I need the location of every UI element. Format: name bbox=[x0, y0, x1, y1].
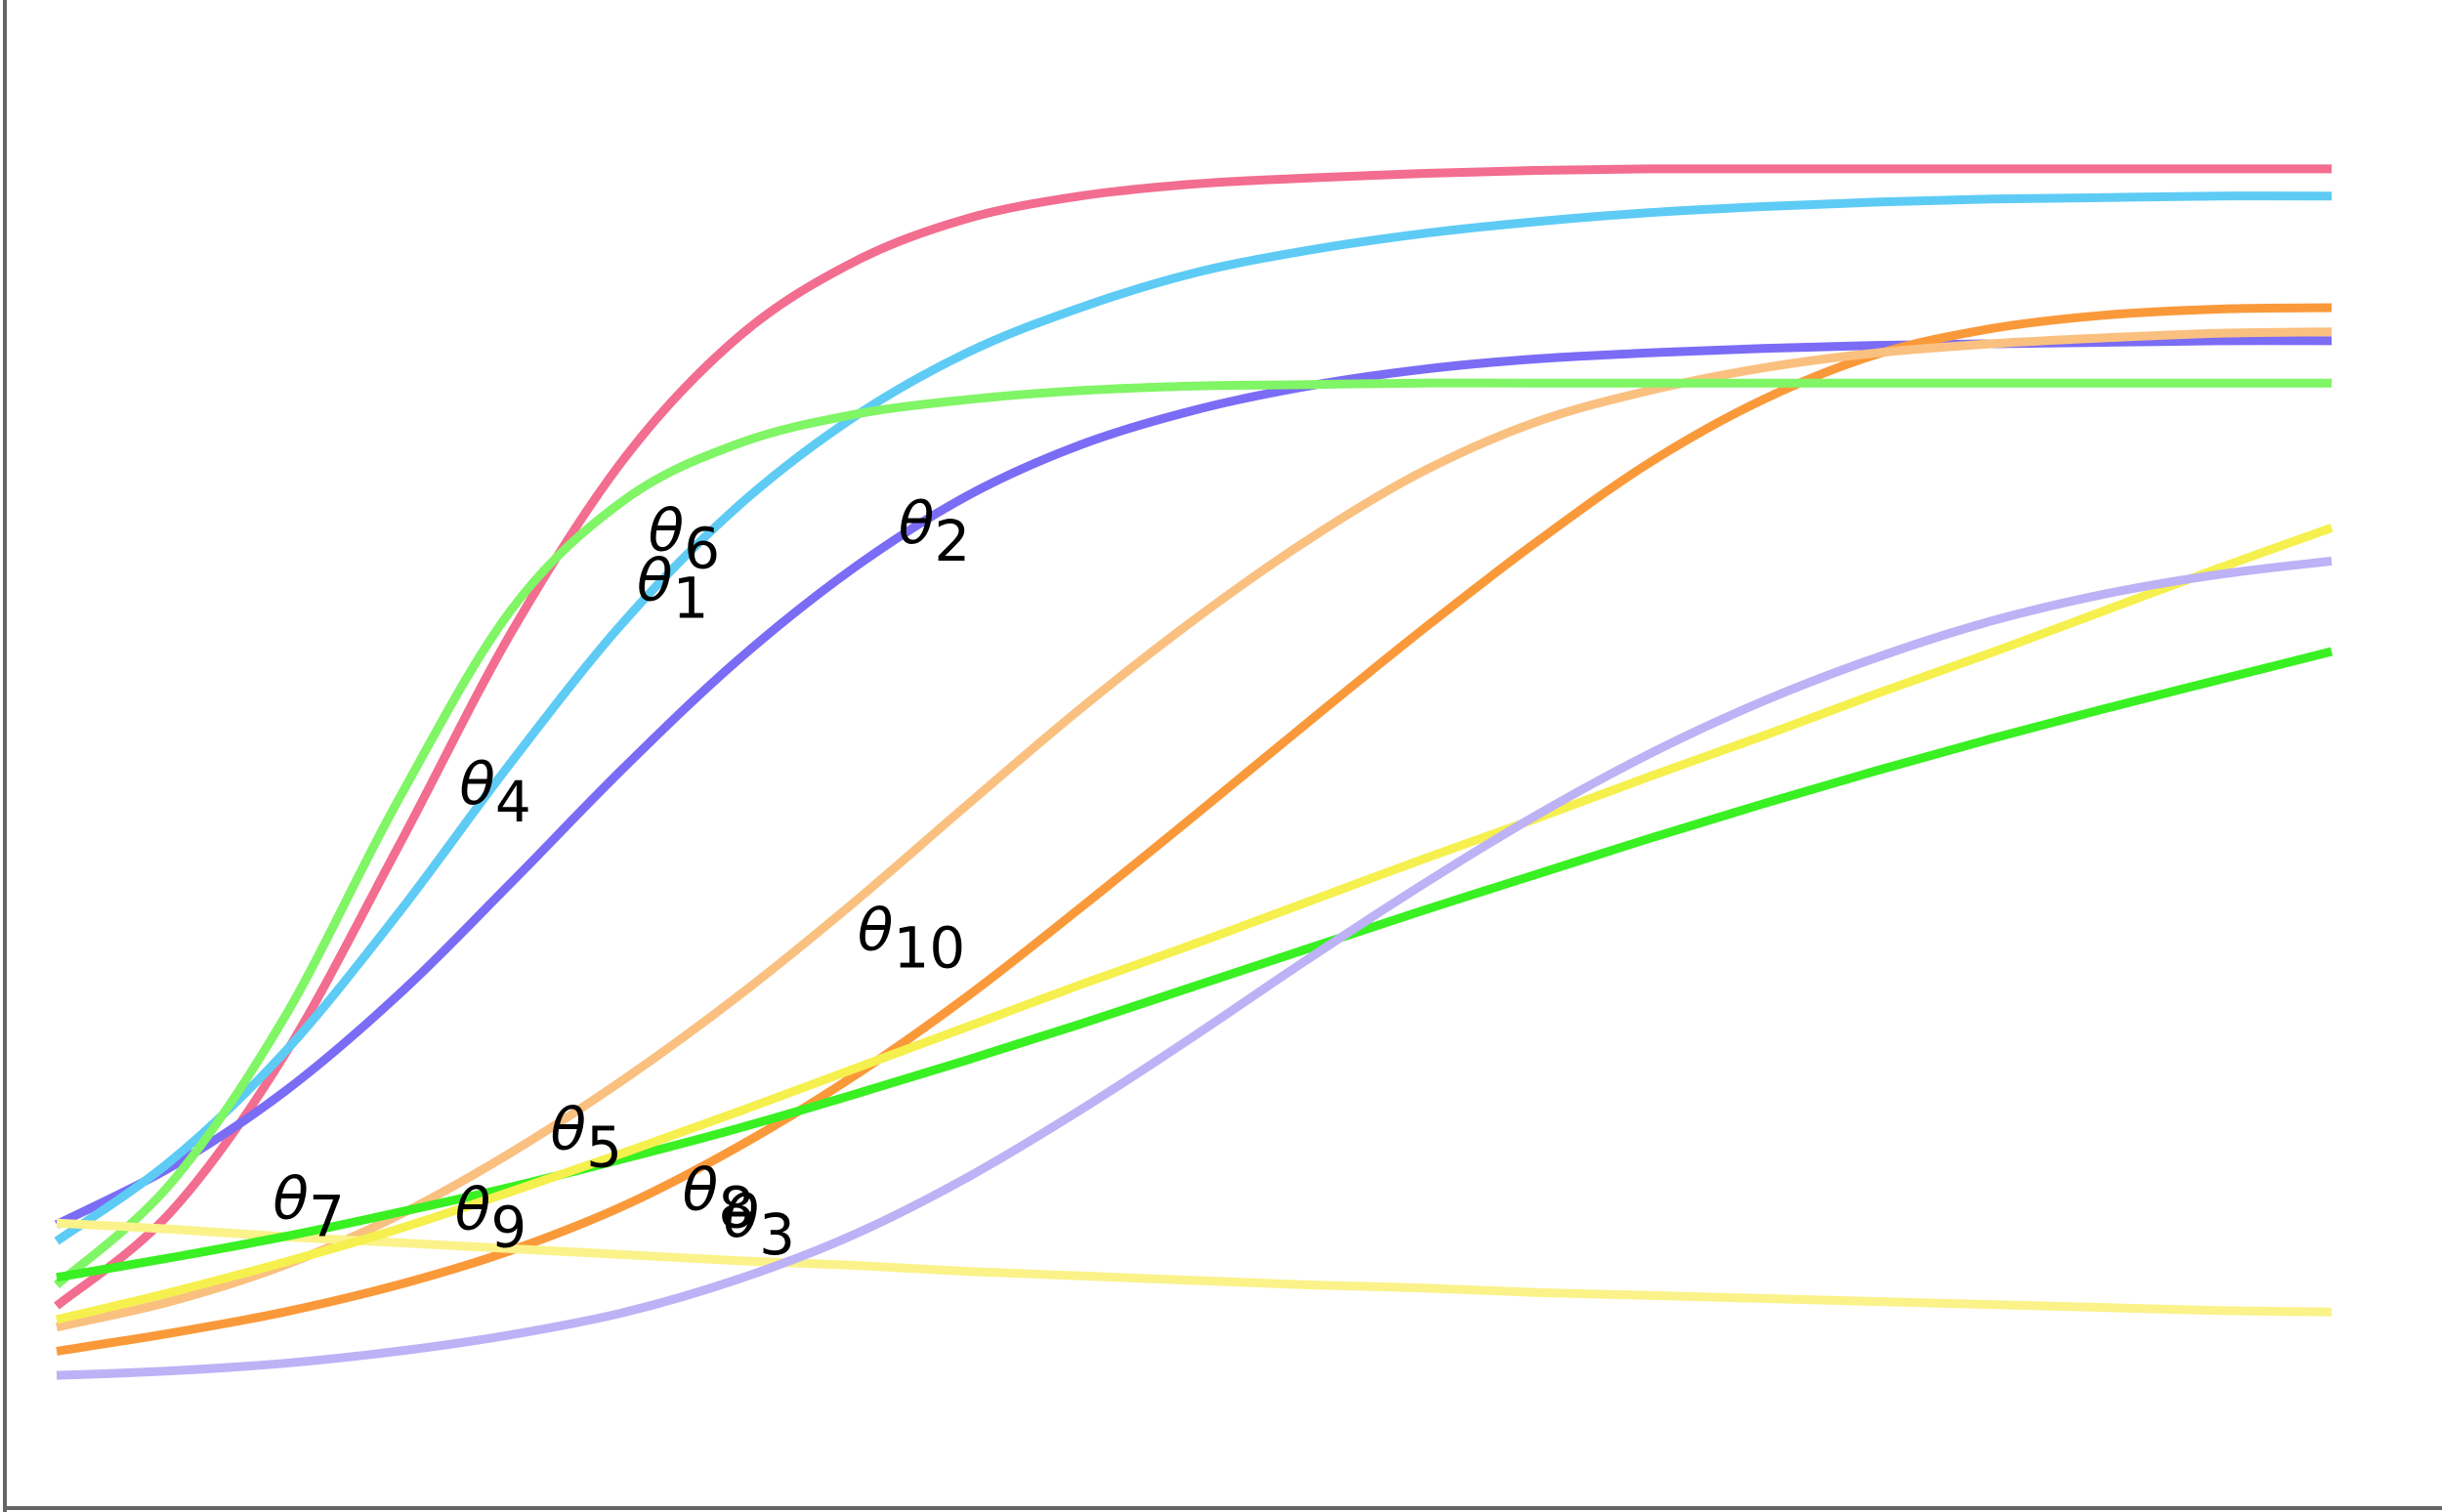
series-line-2 bbox=[54, 336, 2333, 1229]
series-line-5 bbox=[56, 327, 2333, 1332]
series-curves bbox=[54, 164, 2334, 1380]
series-label-2: θ2 bbox=[899, 489, 971, 574]
series-label-4: θ4 bbox=[459, 750, 531, 835]
series-label-5: θ5 bbox=[550, 1096, 622, 1181]
series-label-1: θ1 bbox=[637, 547, 709, 632]
series-line-9 bbox=[55, 524, 2334, 1324]
series-label-7: θ7 bbox=[273, 1165, 345, 1250]
series-label-8: θ8 bbox=[683, 1155, 755, 1240]
series-line-6 bbox=[54, 378, 2332, 1288]
series-labels: θ1 θ2 θ3 θ4 θ5 θ6 θ7 θ8 θ9 θ10 bbox=[273, 489, 970, 1268]
series-label-10: θ10 bbox=[858, 897, 966, 982]
series-label-9: θ9 bbox=[455, 1175, 527, 1260]
series-label-6: θ6 bbox=[649, 497, 721, 582]
series-line-1 bbox=[54, 164, 2332, 1310]
series-line-4 bbox=[54, 191, 2333, 1245]
series-label-3: θ3 bbox=[723, 1183, 795, 1268]
series-line-8 bbox=[56, 647, 2334, 1282]
series-line-10 bbox=[56, 556, 2333, 1380]
series-line-3 bbox=[56, 303, 2333, 1356]
series-line-7 bbox=[56, 1218, 2333, 1317]
